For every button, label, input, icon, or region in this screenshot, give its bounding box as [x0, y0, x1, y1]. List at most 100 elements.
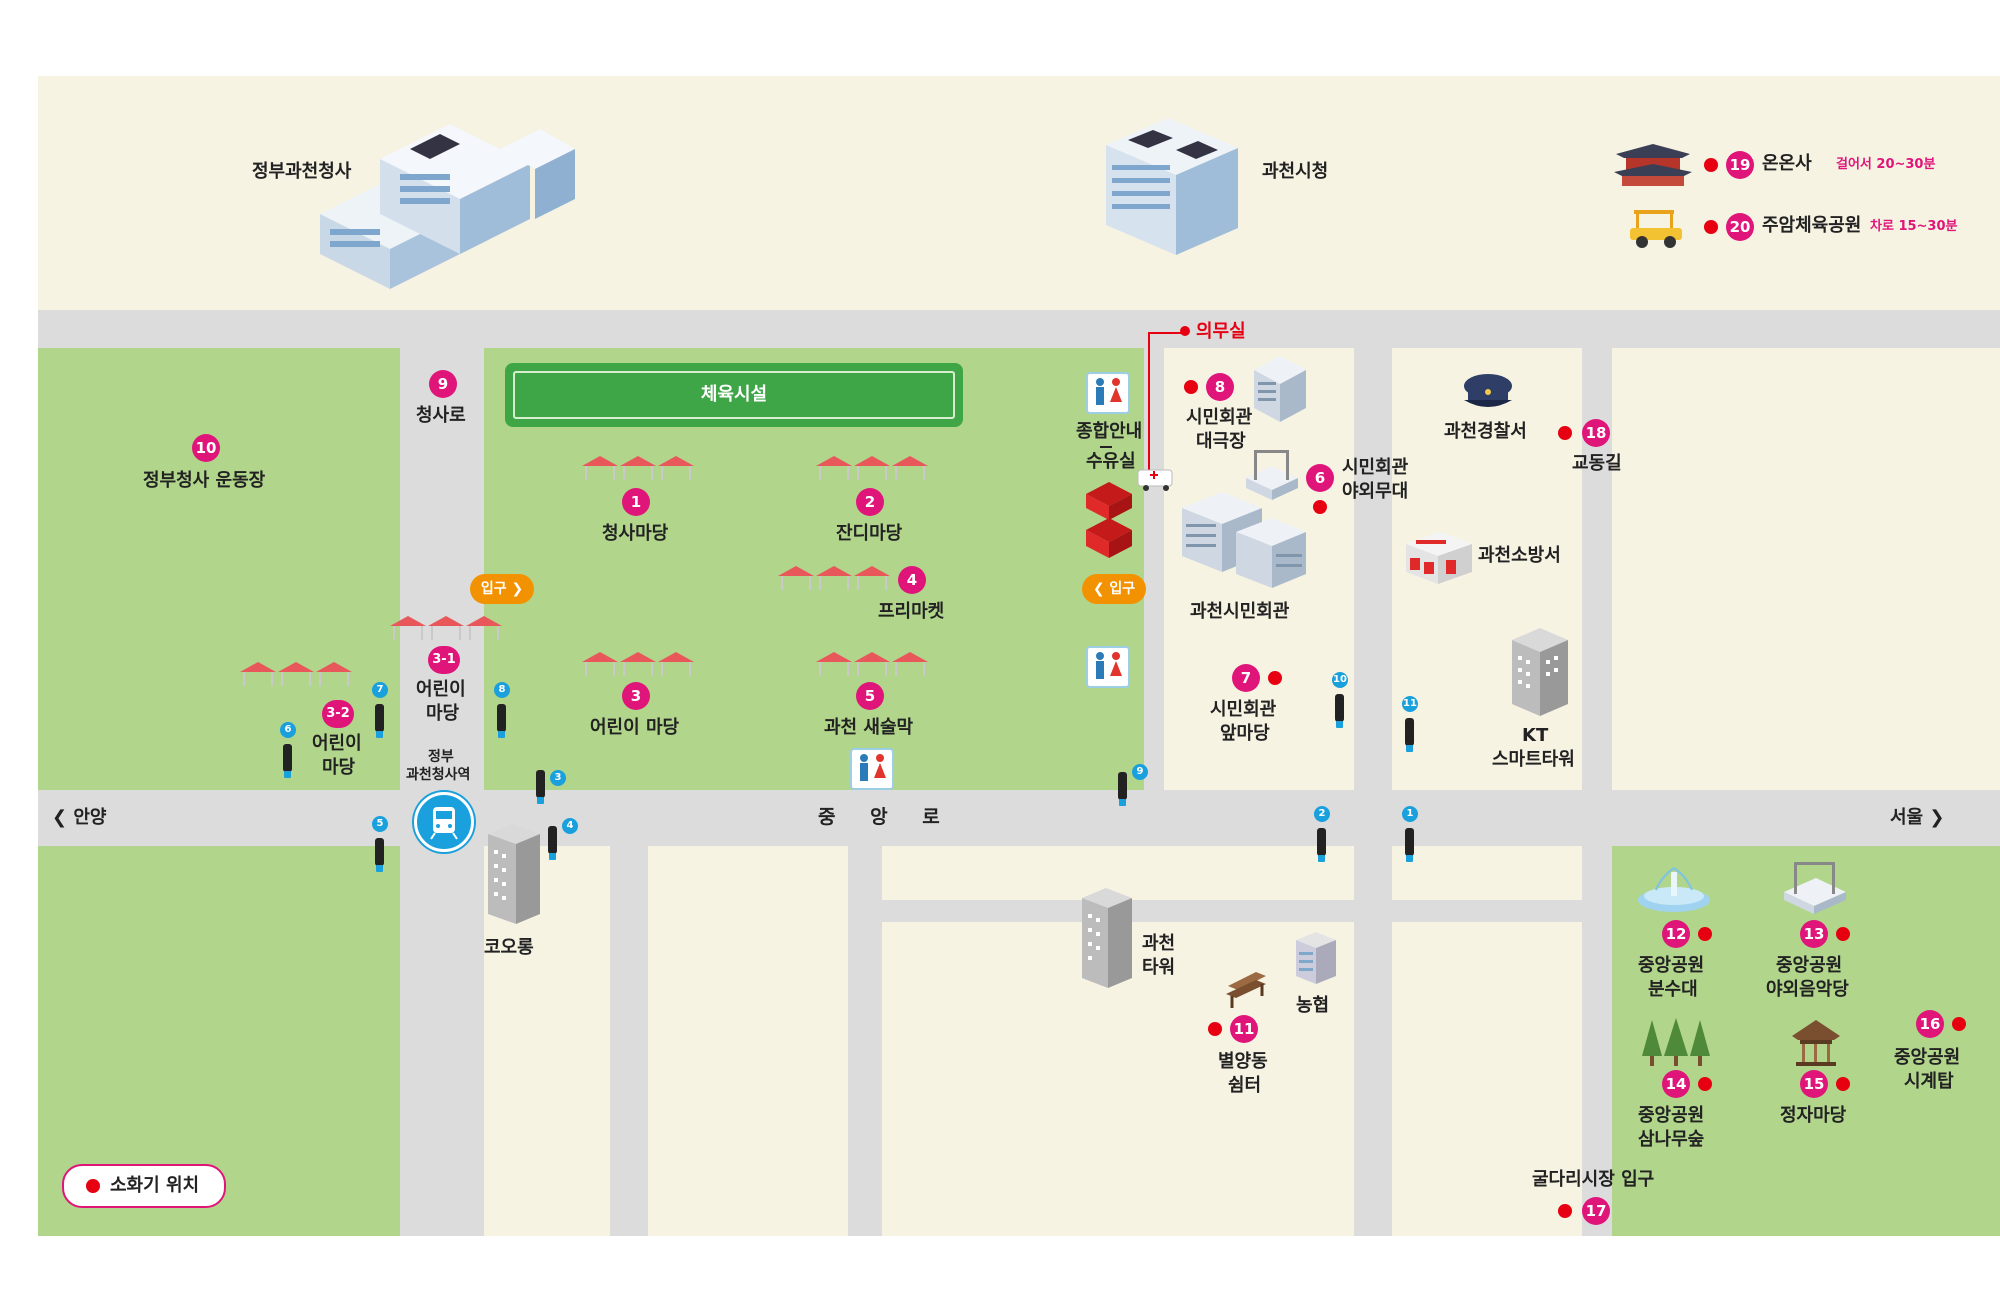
fire-extinguisher-marker: [1558, 1204, 1572, 1218]
entrance-left-pill[interactable]: ❮ 입구: [1082, 574, 1146, 604]
info-booth-icon: [1086, 482, 1132, 558]
cheongsa-road-label: 청사로: [416, 405, 466, 426]
outdoor-stage-icon: [1246, 450, 1298, 500]
spot-number-15: 15: [1800, 1070, 1828, 1098]
extinguisher-icon: [1405, 828, 1414, 862]
anyang-label: 안양: [73, 807, 107, 828]
extinguisher-number: 5: [372, 816, 388, 832]
extinguisher-number: 11: [1402, 696, 1418, 712]
extinguisher-icon: [497, 704, 506, 738]
juam-park-label: 주암체육공원: [1762, 215, 1862, 236]
north-road: [38, 310, 2000, 348]
fire-extinguisher-marker: [1704, 220, 1718, 234]
byeolyang-label-2: 쉼터: [1228, 1075, 1262, 1096]
road-v1: [1144, 348, 1164, 790]
juam-park-note: 차로 15~30분: [1870, 219, 1958, 234]
spot-number-8: 8: [1206, 373, 1234, 401]
spot-number-18: 18: [1582, 419, 1610, 447]
kids-area-3-2-label: 어린이: [312, 733, 362, 754]
sports-facility-box: 체육시설: [505, 363, 963, 427]
extinguisher-icon: [1335, 694, 1344, 728]
fire-extinguisher-marker: [1184, 380, 1198, 394]
tent-row: [816, 652, 928, 676]
kt-label-1: KT: [1522, 725, 1549, 746]
subway-station-icon[interactable]: [414, 792, 474, 852]
music-stage-label-1: 중앙공원: [1776, 955, 1843, 976]
guldari-market-label: 굴다리시장 입구: [1532, 1169, 1655, 1190]
gov-field-label: 정부청사 운동장: [143, 470, 266, 491]
cedar-forest-label-1: 중앙공원: [1638, 1105, 1705, 1126]
byeolyang-label-1: 별양동: [1218, 1051, 1268, 1072]
spot-number-1: 1: [622, 488, 650, 516]
jungang-road-label: 중 앙 로: [818, 806, 954, 828]
spot-number-16: 16: [1916, 1010, 1944, 1038]
spot-number-9: 9: [429, 370, 457, 398]
fire-extinguisher-marker: [1704, 158, 1718, 172]
extinguisher-icon: [536, 770, 545, 804]
tent-row: [816, 456, 928, 480]
fire-extinguisher-marker: [1698, 1077, 1712, 1091]
tent-row: [240, 662, 352, 686]
fire-extinguisher-marker: [1313, 500, 1327, 514]
seoul-direction: 서울 ❯: [1890, 807, 1945, 828]
east-north-block: [1612, 348, 2000, 790]
gyodong-road-label: 교동길: [1572, 453, 1622, 474]
south-block-2: [648, 846, 848, 1236]
spot-number-3-2: 3-2: [322, 700, 354, 728]
infirmary-label: 의무실: [1196, 321, 1246, 342]
info-center-label: 종합안내: [1076, 421, 1143, 442]
gwacheon-tower-label-1: 과천: [1142, 933, 1176, 954]
station-label-2: 과천청사역: [406, 767, 471, 783]
spot-number-3: 3: [622, 682, 650, 710]
spot-number-20: 20: [1726, 213, 1754, 241]
cedar-forest-label-2: 삼나무숲: [1638, 1129, 1705, 1150]
legend-dot: [86, 1179, 100, 1193]
police-cap-icon: [1464, 374, 1512, 407]
legend-label: 소화기 위치: [110, 1175, 200, 1196]
spot-number-10: 10: [192, 434, 220, 462]
onon-temple-note: 걸어서 20~30분: [1836, 157, 1936, 172]
kolon-building: [488, 824, 540, 924]
music-stage-icon: [1784, 862, 1846, 914]
seoul-label: 서울: [1890, 807, 1924, 828]
front-yard-label: 시민회관: [1210, 699, 1277, 720]
entrance-right-pill[interactable]: 입구 ❯: [470, 574, 534, 604]
gov-complex-building: [320, 124, 575, 289]
road-s1: [610, 846, 648, 1236]
extinguisher-number: 7: [372, 682, 388, 698]
city-hall-building: [1106, 118, 1238, 255]
grand-theater-building: [1254, 356, 1306, 422]
spot-number-7: 7: [1232, 664, 1260, 692]
kids-area-3-1-label-2: 마당: [426, 703, 460, 724]
extinguisher-icon: [283, 744, 292, 778]
extinguisher-number: 8: [494, 682, 510, 698]
tent-row: [582, 456, 694, 480]
spot-number-3-1: 3-1: [428, 646, 460, 674]
outdoor-stage-label: 시민회관: [1342, 457, 1409, 478]
civic-hall-building: [1182, 492, 1306, 588]
extinguisher-icon: [548, 826, 557, 860]
fountain-label-2: 분수대: [1648, 979, 1698, 1000]
jungang-road: [38, 790, 2000, 846]
extinguisher-number: 2: [1314, 806, 1330, 822]
extinguisher-icon: [1118, 772, 1127, 806]
tent-row: [778, 566, 890, 590]
gwacheon-tower-building: [1082, 888, 1132, 988]
road-h-south-2: [1392, 900, 1582, 922]
onon-temple-label: 온온사: [1762, 153, 1812, 174]
restroom-icon: [850, 748, 894, 790]
clock-tower-label-2: 시계탑: [1904, 1071, 1954, 1092]
fountain-icon: [1638, 867, 1710, 912]
fire-extinguisher-marker: [1836, 927, 1850, 941]
pavilion-icon: [1792, 1020, 1840, 1066]
kids-area-3-1-label: 어린이: [416, 679, 466, 700]
pavilion-label: 정자마당: [1780, 1105, 1847, 1126]
fire-extinguisher-marker: [1268, 671, 1282, 685]
spot-number-13: 13: [1800, 920, 1828, 948]
city-hall-label: 과천시청: [1262, 161, 1329, 182]
kt-tower-building: [1512, 628, 1568, 716]
extinguisher-number: 1: [1402, 806, 1418, 822]
infirmary-pointer-line-v: [1148, 332, 1150, 470]
restroom-icon: [1086, 372, 1130, 414]
spot-number-6: 6: [1306, 464, 1334, 492]
